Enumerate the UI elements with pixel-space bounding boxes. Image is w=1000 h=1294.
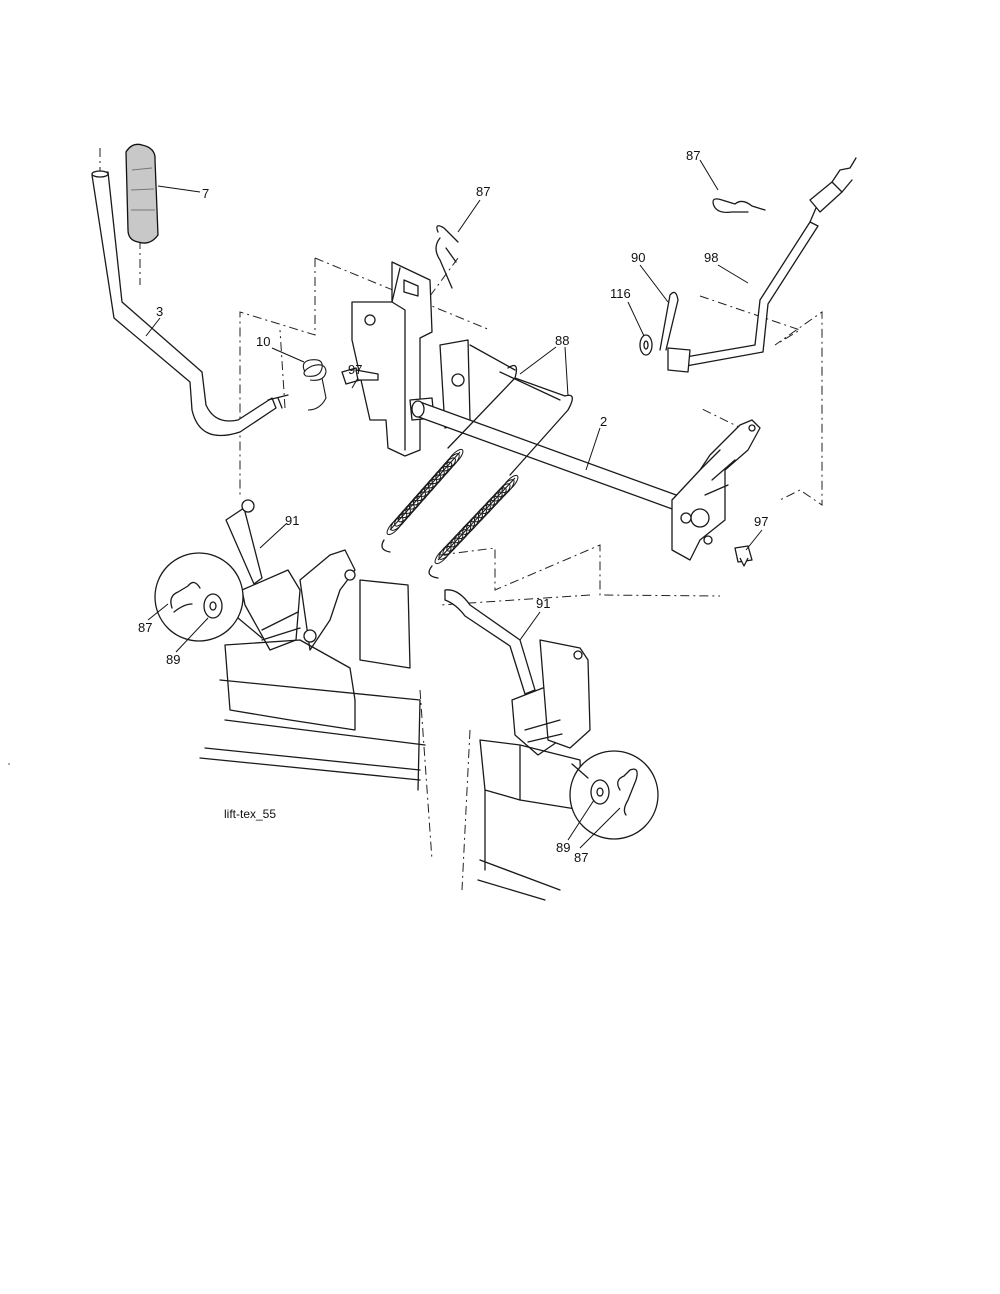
spring-coil-a: [386, 448, 464, 536]
deck-body-left: [199, 579, 426, 791]
detail-circle-left: [154, 552, 263, 642]
callout-116: 116: [610, 286, 631, 301]
callout-90: 90: [631, 250, 645, 265]
spring-coil-b: [434, 474, 519, 565]
hairpin-clip-top-right: [712, 198, 766, 214]
callout-87-left: 87: [138, 620, 152, 635]
deck-link-left: [225, 499, 356, 651]
break-lines: [419, 689, 471, 891]
bolt-right: [734, 545, 753, 567]
deck-body-right: [477, 739, 583, 901]
callout-97-right: 97: [754, 514, 768, 529]
callout-10: 10: [256, 334, 270, 349]
bolt-left: [341, 367, 379, 385]
callout-2: 2: [600, 414, 607, 429]
callout-87-top: 87: [476, 184, 490, 199]
callout-labels: 7 3 87 87 90 98 116 10 97 88 2 97 91 91 …: [138, 148, 768, 865]
callout-89-right: 89: [556, 840, 570, 855]
callout-88: 88: [555, 333, 569, 348]
callout-91-right: 91: [536, 596, 550, 611]
hairpin-clip-top-center: [435, 225, 459, 289]
diagram-caption: lift-tex_55: [224, 807, 276, 821]
handle-grip: [125, 143, 159, 244]
callout-87-right: 87: [574, 850, 588, 865]
assist-springs: [381, 344, 573, 579]
callout-97-left: 97: [348, 362, 362, 377]
callout-89-left: 89: [166, 652, 180, 667]
clip-90: [659, 291, 679, 351]
deck-link-right: [444, 589, 591, 756]
detail-circle-right: [569, 750, 659, 840]
callout-98: 98: [704, 250, 718, 265]
washer-116: [639, 334, 653, 356]
callout-7: 7: [202, 186, 209, 201]
lift-arm-right: [671, 419, 761, 561]
callout-3: 3: [156, 304, 163, 319]
margin-dot: [8, 763, 10, 765]
lift-handle-rod: [91, 170, 289, 437]
callout-91-left: 91: [285, 513, 299, 528]
adjustment-rod: [667, 157, 857, 373]
construction-lines: [99, 148, 823, 606]
torsion-spring: [302, 359, 327, 411]
leader-lines: [145, 159, 763, 849]
callout-87-topright: 87: [686, 148, 700, 163]
